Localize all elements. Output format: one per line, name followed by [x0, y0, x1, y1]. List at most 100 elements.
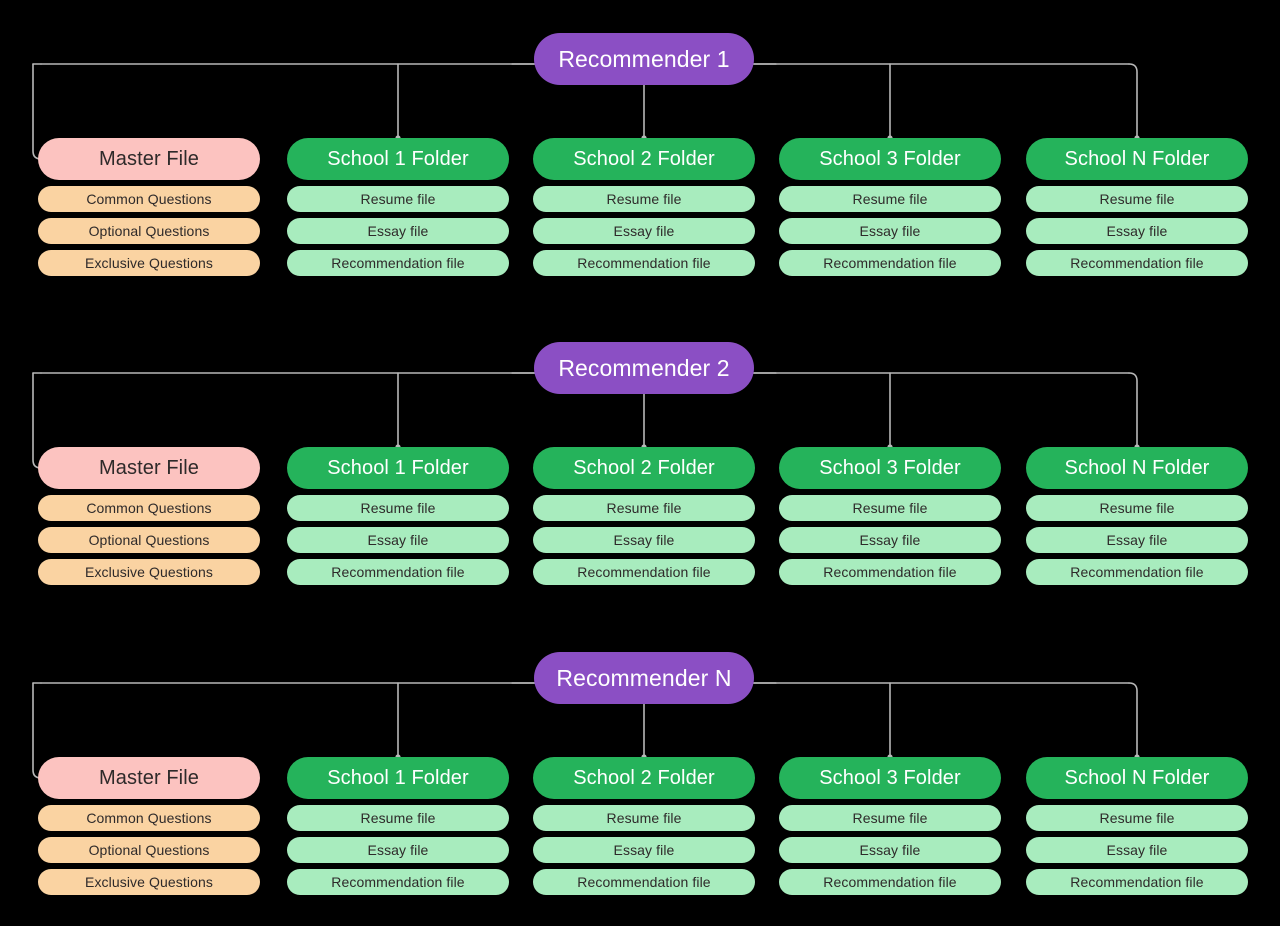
column-child-label-2-1-3: Exclusive Questions: [85, 564, 213, 580]
tree-column-1-3: School 2 Folder Resume file Essay file R…: [533, 138, 755, 282]
column-child-item-3-1-3[interactable]: Exclusive Questions: [38, 869, 260, 895]
column-child-item-1-5-3[interactable]: Recommendation file: [1026, 250, 1248, 276]
column-child-item-2-4-3[interactable]: Recommendation file: [779, 559, 1001, 585]
column-child-item-1-2-1[interactable]: Resume file: [287, 186, 509, 212]
column-child-item-3-3-3[interactable]: Recommendation file: [533, 869, 755, 895]
recommender-root-node-3[interactable]: Recommender N: [534, 652, 754, 704]
school-folder-header-3-3[interactable]: School 2 Folder: [533, 757, 755, 799]
column-child-label-2-4-2: Essay file: [859, 532, 921, 548]
column-child-label-2-3-2: Essay file: [613, 532, 675, 548]
column-header-label-1-5: School N Folder: [1064, 147, 1210, 170]
column-child-label-3-5-2: Essay file: [1106, 842, 1168, 858]
column-child-item-1-5-1[interactable]: Resume file: [1026, 186, 1248, 212]
column-child-item-3-4-2[interactable]: Essay file: [779, 837, 1001, 863]
school-folder-header-2-5[interactable]: School N Folder: [1026, 447, 1248, 489]
column-child-item-1-3-3[interactable]: Recommendation file: [533, 250, 755, 276]
column-child-item-2-5-2[interactable]: Essay file: [1026, 527, 1248, 553]
column-child-item-2-5-3[interactable]: Recommendation file: [1026, 559, 1248, 585]
column-child-item-2-3-1[interactable]: Resume file: [533, 495, 755, 521]
column-child-label-2-2-1: Resume file: [360, 500, 436, 516]
school-folder-header-1-3[interactable]: School 2 Folder: [533, 138, 755, 180]
column-child-label-1-1-2: Optional Questions: [88, 223, 210, 239]
column-children: Resume file Essay file Recommendation fi…: [1026, 805, 1248, 895]
column-child-item-3-5-1[interactable]: Resume file: [1026, 805, 1248, 831]
column-child-label-1-4-1: Resume file: [852, 191, 928, 207]
column-child-label-2-4-1: Resume file: [852, 500, 928, 516]
tree-column-3-3: School 2 Folder Resume file Essay file R…: [533, 757, 755, 901]
column-child-item-2-2-2[interactable]: Essay file: [287, 527, 509, 553]
column-header-label-2-2: School 1 Folder: [327, 456, 469, 479]
column-child-item-3-4-1[interactable]: Resume file: [779, 805, 1001, 831]
column-child-item-2-4-2[interactable]: Essay file: [779, 527, 1001, 553]
column-child-item-3-3-1[interactable]: Resume file: [533, 805, 755, 831]
school-folder-header-2-2[interactable]: School 1 Folder: [287, 447, 509, 489]
column-child-item-2-3-2[interactable]: Essay file: [533, 527, 755, 553]
column-child-item-3-5-3[interactable]: Recommendation file: [1026, 869, 1248, 895]
column-child-item-3-5-2[interactable]: Essay file: [1026, 837, 1248, 863]
master-file-header-2-1[interactable]: Master File: [38, 447, 260, 489]
school-folder-header-2-4[interactable]: School 3 Folder: [779, 447, 1001, 489]
master-file-header-3-1[interactable]: Master File: [38, 757, 260, 799]
column-children: Common Questions Optional Questions Excl…: [38, 805, 260, 895]
column-child-item-2-3-3[interactable]: Recommendation file: [533, 559, 755, 585]
column-child-label-3-3-3: Recommendation file: [577, 874, 711, 890]
column-header-label-2-3: School 2 Folder: [573, 456, 715, 479]
school-folder-header-3-2[interactable]: School 1 Folder: [287, 757, 509, 799]
column-child-label-1-5-2: Essay file: [1106, 223, 1168, 239]
column-child-item-2-1-2[interactable]: Optional Questions: [38, 527, 260, 553]
master-file-header-1-1[interactable]: Master File: [38, 138, 260, 180]
school-folder-header-1-5[interactable]: School N Folder: [1026, 138, 1248, 180]
recommender-root-label-3: Recommender N: [556, 664, 732, 691]
column-child-label-2-1-2: Optional Questions: [88, 532, 210, 548]
school-folder-header-1-2[interactable]: School 1 Folder: [287, 138, 509, 180]
tree-column-2-1: Master File Common Questions Optional Qu…: [38, 447, 260, 591]
recommender-root-node-2[interactable]: Recommender 2: [534, 342, 754, 394]
column-child-item-1-4-2[interactable]: Essay file: [779, 218, 1001, 244]
column-header-label-3-4: School 3 Folder: [819, 766, 961, 789]
school-folder-header-3-4[interactable]: School 3 Folder: [779, 757, 1001, 799]
column-child-label-1-2-1: Resume file: [360, 191, 436, 207]
column-child-item-2-2-1[interactable]: Resume file: [287, 495, 509, 521]
column-child-item-3-3-2[interactable]: Essay file: [533, 837, 755, 863]
column-child-item-1-2-2[interactable]: Essay file: [287, 218, 509, 244]
column-child-item-2-2-3[interactable]: Recommendation file: [287, 559, 509, 585]
column-child-item-1-2-3[interactable]: Recommendation file: [287, 250, 509, 276]
column-child-item-1-1-1[interactable]: Common Questions: [38, 186, 260, 212]
column-child-item-1-4-1[interactable]: Resume file: [779, 186, 1001, 212]
school-folder-header-2-3[interactable]: School 2 Folder: [533, 447, 755, 489]
recommender-root-node-1[interactable]: Recommender 1: [534, 33, 754, 85]
column-child-item-3-2-1[interactable]: Resume file: [287, 805, 509, 831]
school-folder-header-3-5[interactable]: School N Folder: [1026, 757, 1248, 799]
connector-path: [1128, 682, 1138, 758]
column-child-label-2-5-1: Resume file: [1099, 500, 1175, 516]
column-child-label-1-5-1: Resume file: [1099, 191, 1175, 207]
column-child-label-1-2-3: Recommendation file: [331, 255, 465, 271]
school-folder-header-1-4[interactable]: School 3 Folder: [779, 138, 1001, 180]
column-child-item-1-1-3[interactable]: Exclusive Questions: [38, 250, 260, 276]
column-child-item-3-1-2[interactable]: Optional Questions: [38, 837, 260, 863]
column-child-label-3-1-2: Optional Questions: [88, 842, 210, 858]
column-child-item-2-4-1[interactable]: Resume file: [779, 495, 1001, 521]
column-child-item-2-5-1[interactable]: Resume file: [1026, 495, 1248, 521]
column-child-item-2-1-3[interactable]: Exclusive Questions: [38, 559, 260, 585]
connector-path: [1128, 372, 1138, 448]
column-child-item-3-2-3[interactable]: Recommendation file: [287, 869, 509, 895]
column-child-item-1-3-2[interactable]: Essay file: [533, 218, 755, 244]
column-children: Resume file Essay file Recommendation fi…: [287, 805, 509, 895]
column-child-item-2-1-1[interactable]: Common Questions: [38, 495, 260, 521]
column-child-label-2-1-1: Common Questions: [86, 500, 212, 516]
column-header-label-3-5: School N Folder: [1064, 766, 1210, 789]
column-child-item-1-5-2[interactable]: Essay file: [1026, 218, 1248, 244]
column-child-item-1-1-2[interactable]: Optional Questions: [38, 218, 260, 244]
column-child-label-1-3-1: Resume file: [606, 191, 682, 207]
column-children: Resume file Essay file Recommendation fi…: [779, 495, 1001, 585]
column-child-item-3-1-1[interactable]: Common Questions: [38, 805, 260, 831]
column-child-item-3-4-3[interactable]: Recommendation file: [779, 869, 1001, 895]
column-child-item-3-2-2[interactable]: Essay file: [287, 837, 509, 863]
column-header-label-3-2: School 1 Folder: [327, 766, 469, 789]
tree-column-2-2: School 1 Folder Resume file Essay file R…: [287, 447, 509, 591]
column-child-label-2-2-3: Recommendation file: [331, 564, 465, 580]
column-child-item-1-3-1[interactable]: Resume file: [533, 186, 755, 212]
column-child-item-1-4-3[interactable]: Recommendation file: [779, 250, 1001, 276]
